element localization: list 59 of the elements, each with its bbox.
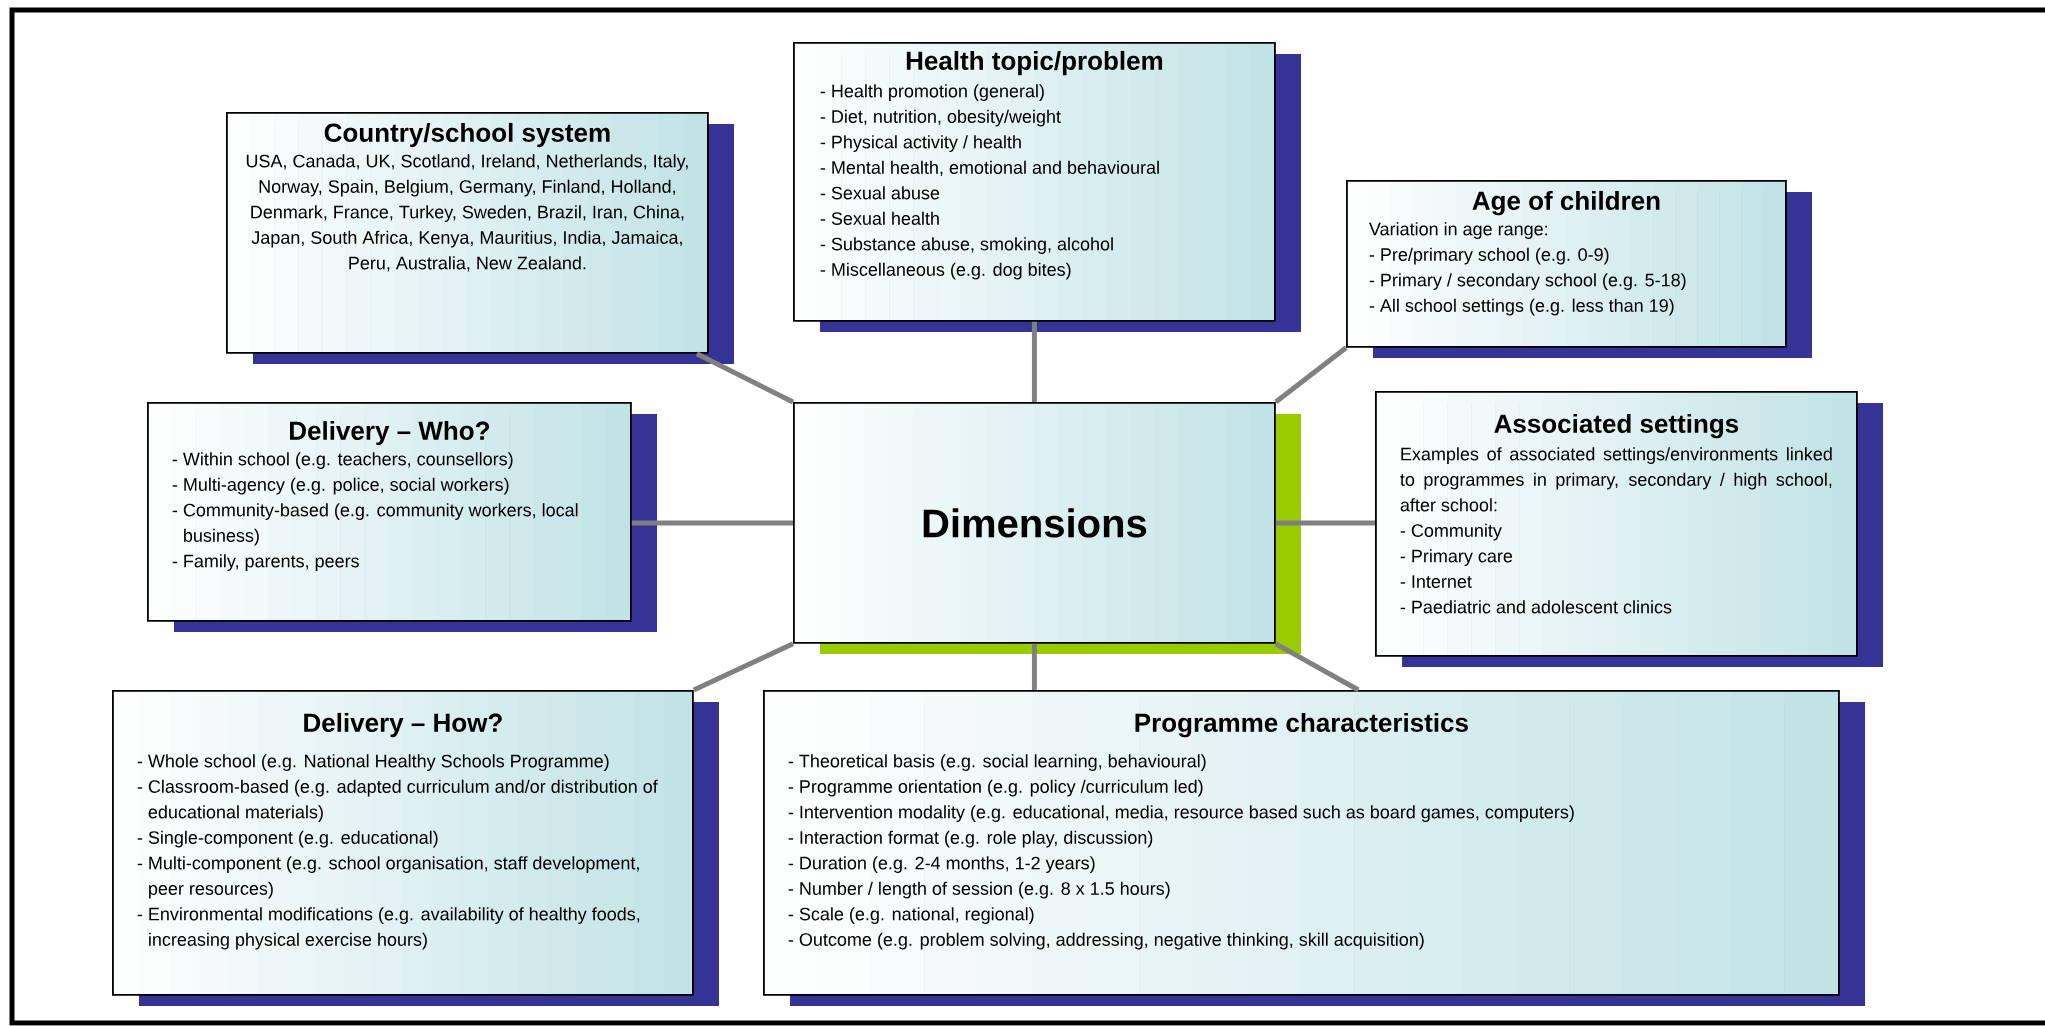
- connector-line: [631, 520, 793, 526]
- box-heading: Associated settings: [1494, 413, 1739, 439]
- topic-box: [147, 402, 657, 632]
- list-item: - Paediatric and adolescent clinics: [1400, 600, 1672, 614]
- list-item: - Miscellaneous (e.g. dog bites): [820, 262, 1071, 280]
- list-item: - Multi-component (e.g. school organisation, staff development, peer resources): [137, 856, 639, 899]
- box-heading: Programme characteristics: [1135, 712, 1468, 738]
- box-heading: Age of children: [1472, 190, 1660, 216]
- list-item: - Pre/primary school (e.g. 0-9): [1369, 247, 1609, 265]
- list-item: - Duration (e.g. 2-4 months, 1-2 years): [788, 856, 1095, 873]
- connector-line: [695, 351, 795, 405]
- list-item: Variation in age range:: [1369, 222, 1547, 239]
- list-item: - Intervention modality (e.g. educational, media, resource based such as board games, computers): [788, 805, 1574, 822]
- box-title: Dimensions: [923, 508, 1147, 538]
- list-item: - Interaction format (e.g. role play, discussion): [788, 830, 1153, 848]
- list-item: - Diet, nutrition, obesity/weight: [820, 109, 1061, 127]
- list-item: - Primary care: [1400, 549, 1513, 566]
- box-heading: Health topic/problem: [906, 50, 1163, 76]
- box-text: USA, Canada, UK, Scotland, Ireland, Netherlands, Italy, Norway, Spain, Belgium, Germany, Finland, Holland, Denmark, France, Turkey, Sweden, Brazil, Iran, China, Japan, South Africa, Kenya, Mauritius, India, Jamaica, Peru, Australia, New Zealand.: [246, 154, 688, 272]
- topic-box: [1375, 391, 1883, 667]
- list-item: - Whole school (e.g. National Healthy Schools Programme): [137, 754, 609, 771]
- list-item: - Mental health, emotional and behavioural: [820, 160, 1159, 177]
- list-item: - Single-component (e.g. educational): [137, 830, 438, 848]
- connector-line: [1275, 520, 1375, 526]
- connector-line: [692, 641, 795, 693]
- topic-box: [793, 42, 1301, 332]
- topic-box: [226, 112, 734, 364]
- topic-box: [763, 690, 1865, 1006]
- list-item: - Number / length of session (e.g. 8 x 1.5 hours): [788, 881, 1170, 899]
- connector-line: [1274, 345, 1348, 404]
- list-item: - Family, parents, peers: [172, 554, 359, 571]
- list-item: - Classroom-based (e.g. adapted curriculum and/or distribution of educational materials): [137, 779, 658, 822]
- list-item: - Community: [1400, 523, 1502, 541]
- box-heading: Delivery – How?: [304, 712, 502, 738]
- connector-line: [1031, 321, 1037, 402]
- list-item: - Environmental modifications (e.g. availability of healthy foods, increasing physical exercise hours): [137, 907, 640, 950]
- list-item: - Theoretical basis (e.g. social learning, behavioural): [788, 754, 1206, 771]
- topic-box: [1346, 180, 1812, 358]
- center-box: [793, 402, 1301, 654]
- list-item: - Substance abuse, smoking, alcohol: [820, 237, 1113, 254]
- topic-box: [112, 690, 719, 1006]
- list-item: - Community-based (e.g. community workers, local business): [172, 503, 578, 546]
- box-heading: Delivery – Who?: [290, 420, 489, 446]
- connector-line: [1274, 641, 1360, 693]
- list-item: - Physical activity / health: [820, 135, 1021, 152]
- list-item: - All school settings (e.g. less than 19): [1369, 298, 1674, 316]
- list-item: - Within school (e.g. teachers, counsellors): [172, 452, 513, 469]
- list-item: - Internet: [1400, 575, 1472, 588]
- list-item: - Scale (e.g. national, regional): [788, 907, 1034, 924]
- box-text: Examples of associated settings/environments linked to programmes in primary, secondary / high school, after school:: [1400, 447, 1832, 512]
- connector-line: [1031, 643, 1037, 690]
- list-item: - Health promotion (general): [820, 84, 1044, 101]
- list-item: - Primary / secondary school (e.g. 5-18): [1369, 273, 1686, 290]
- list-item: - Sexual abuse: [820, 186, 940, 200]
- box-heading: Country/school system: [324, 122, 610, 148]
- list-item: - Outcome (e.g. problem solving, addressing, negative thinking, skill acquisition): [788, 932, 1424, 950]
- list-item: - Programme orientation (e.g. policy /curriculum led): [788, 779, 1203, 797]
- list-item: - Multi-agency (e.g. police, social workers): [172, 477, 509, 495]
- list-item: - Sexual health: [820, 211, 939, 225]
